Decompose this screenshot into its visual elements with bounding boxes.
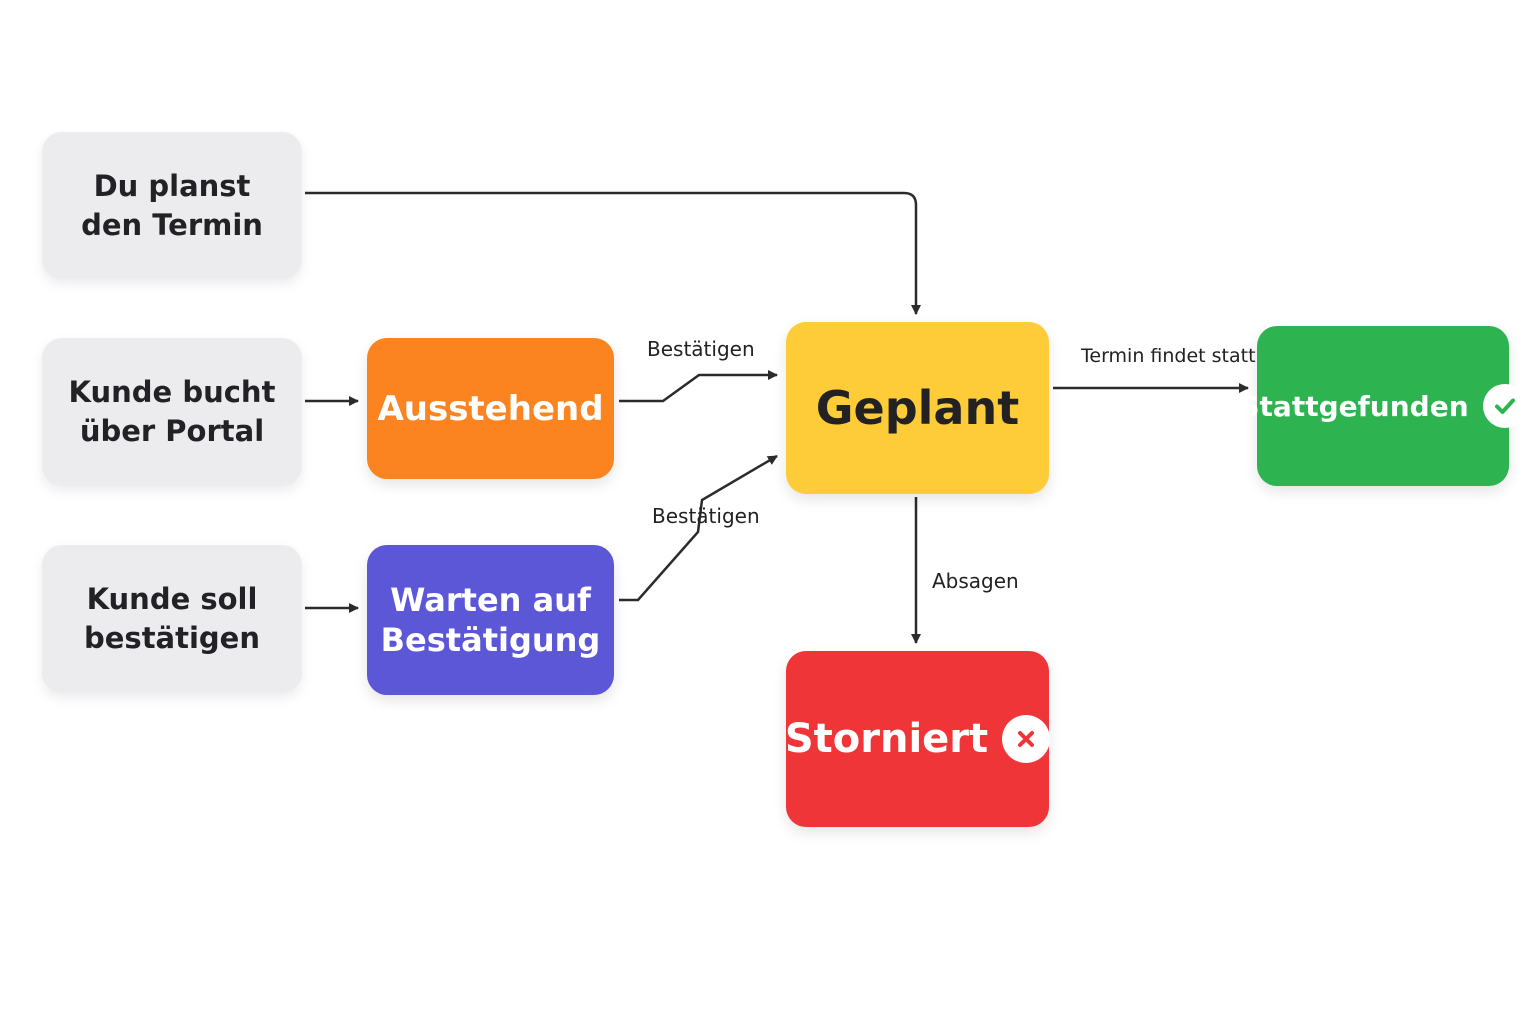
node-label: Du planst den Termin [81, 168, 263, 242]
node-kunde-bucht-ueber-portal: Kunde bucht über Portal [42, 338, 302, 486]
edge-du-to-geplant [305, 191, 921, 315]
node-label: Kunde bucht über Portal [68, 375, 276, 448]
node-label: Kunde soll bestätigen [84, 582, 260, 655]
check-icon [1482, 384, 1527, 428]
edge-label-absagen: Absagen [932, 569, 1019, 593]
node-warten-auf-bestaetigung: Warten auf Bestätigung [367, 545, 614, 695]
edge-warten-to-geplant [619, 454, 778, 602]
node-label: Ausstehend [377, 388, 604, 429]
close-icon [1002, 715, 1051, 763]
node-label: Storniert [784, 716, 989, 762]
node-storniert: Storniert [784, 651, 1051, 827]
node-stattgefunden: Stattgefunden [1239, 326, 1527, 486]
edge-ausstehend-to-geplant [619, 370, 778, 403]
node-label: Warten auf Bestätigung [380, 581, 601, 659]
node-kunde-soll-bestaetigen: Kunde soll bestätigen [42, 545, 302, 693]
edge-label-bestaetigen-1: Bestätigen [647, 337, 755, 361]
node-label: Geplant [815, 381, 1020, 435]
node-label: Stattgefunden [1239, 389, 1469, 423]
node-geplant: Geplant [786, 322, 1049, 494]
edge-label-termin-findet-statt: Termin findet statt [1081, 345, 1256, 367]
edge-label-bestaetigen-2: Bestätigen [652, 504, 760, 528]
node-du-planst-den-termin: Du planst den Termin [42, 132, 302, 279]
node-ausstehend: Ausstehend [367, 338, 614, 479]
